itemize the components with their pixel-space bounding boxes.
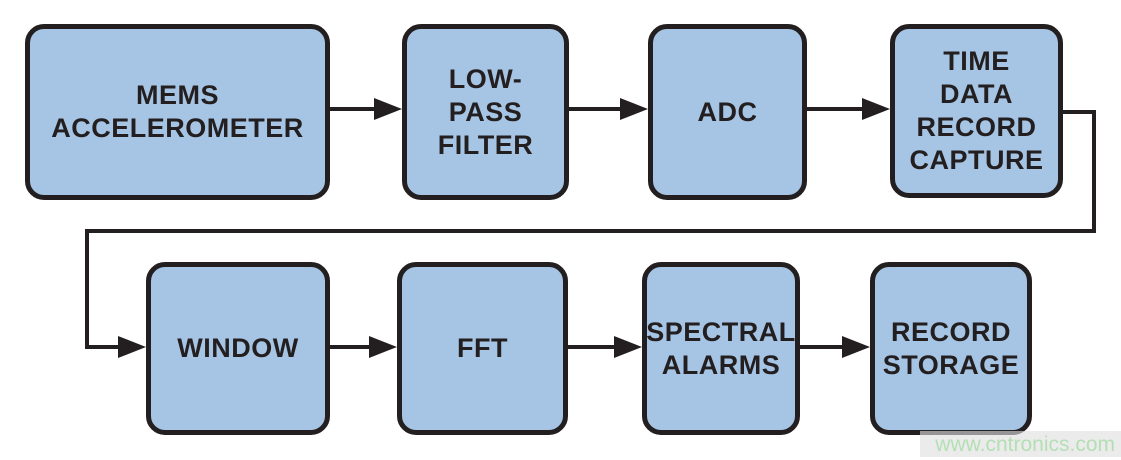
arrowhead-icon-alarms-to-storage xyxy=(842,336,870,358)
connector-left-vertical-segment xyxy=(85,229,89,349)
node-label-record-storage: RECORD STORAGE xyxy=(882,316,1020,380)
connector-right-vertical-segment xyxy=(1092,110,1096,233)
node-label-window: WINDOW xyxy=(177,333,299,363)
arrow-shaft-mems-to-lpf xyxy=(328,107,376,111)
node-label-time-data-record-capture: TIME DATA RECORD CAPTURE xyxy=(909,46,1044,175)
arrow-shaft-fft-to-alarms xyxy=(566,345,616,349)
node-window: WINDOW xyxy=(146,262,330,435)
node-record-storage: RECORD STORAGE xyxy=(870,262,1032,435)
node-time-data-record-capture: TIME DATA RECORD CAPTURE xyxy=(890,24,1063,198)
node-spectral-alarms: SPECTRAL ALARMS xyxy=(642,262,800,435)
arrowhead-icon-lpf-to-adc xyxy=(620,98,648,120)
node-label-spectral-alarms: SPECTRAL ALARMS xyxy=(646,316,796,380)
node-label-fft: FFT xyxy=(457,333,508,363)
arrow-shaft-capture-to-window xyxy=(85,345,120,349)
arrow-shaft-window-to-fft xyxy=(328,345,371,349)
watermark-background xyxy=(920,431,1121,457)
node-low-pass-filter: LOW- PASS FILTER xyxy=(402,24,569,200)
arrowhead-icon-capture-to-window xyxy=(118,336,146,358)
arrowhead-icon-adc-to-capture xyxy=(862,98,890,120)
connector-crossover-horizontal-segment xyxy=(85,229,1096,233)
arrowhead-icon-mems-to-lpf xyxy=(374,98,402,120)
arrow-shaft-lpf-to-adc xyxy=(567,107,622,111)
node-adc: ADC xyxy=(648,24,807,200)
arrow-shaft-alarms-to-storage xyxy=(798,345,844,349)
connector-capture-exit-segment xyxy=(1058,110,1096,114)
node-label-mems-accelerometer: MEMS ACCELEROMETER xyxy=(51,80,304,143)
arrowhead-icon-fft-to-alarms xyxy=(614,336,642,358)
watermark-url-text: www.cntronics.com xyxy=(935,433,1115,456)
node-label-adc: ADC xyxy=(697,96,758,127)
arrowhead-icon-window-to-fft xyxy=(369,336,397,358)
node-mems-accelerometer: MEMS ACCELEROMETER xyxy=(25,24,330,200)
node-label-low-pass-filter: LOW- PASS FILTER xyxy=(437,63,534,160)
arrow-shaft-adc-to-capture xyxy=(805,107,864,111)
node-fft: FFT xyxy=(397,262,568,435)
